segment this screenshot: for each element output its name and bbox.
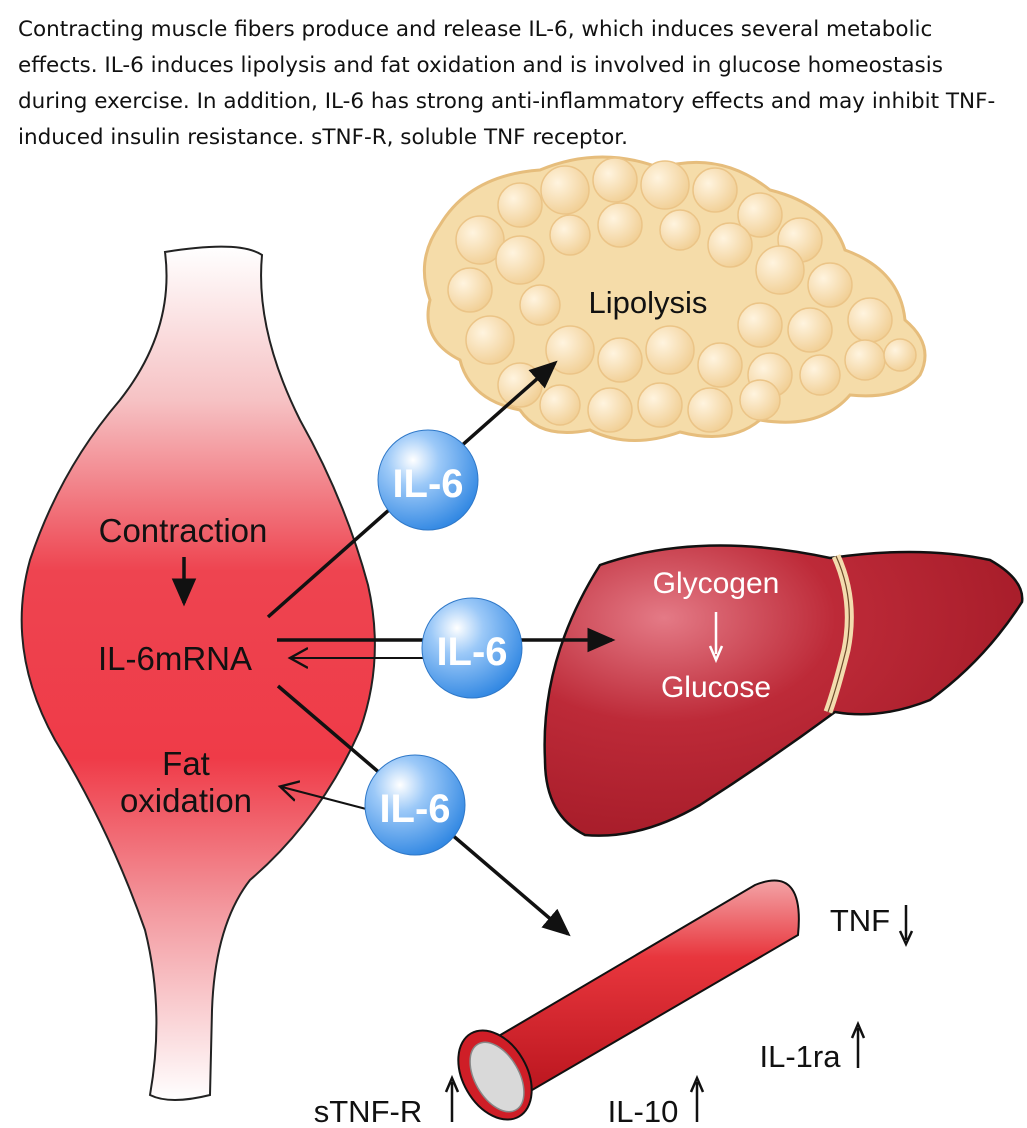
fat-cell	[707, 222, 753, 268]
fat-cell	[645, 325, 695, 375]
fat-cell	[540, 165, 590, 215]
il6-badge: IL-6	[364, 754, 466, 856]
fat-cell	[465, 315, 515, 365]
fat-oxidation-arrow	[282, 787, 371, 811]
fat-label: Fat	[162, 745, 210, 782]
fat-cell	[539, 384, 581, 426]
fat-cell	[737, 302, 783, 348]
adipose-tissue: Lipolysis	[422, 155, 927, 442]
tnf-down-arrow	[898, 905, 914, 947]
fat-cell	[692, 167, 738, 213]
il6-badge: IL-6	[377, 429, 479, 531]
fat-cell	[495, 235, 545, 285]
fat-cells	[447, 157, 917, 433]
fat-cell	[807, 262, 853, 308]
fat-cell	[737, 192, 783, 238]
il1ra-label: IL-1ra	[760, 1039, 842, 1074]
fat-cell	[592, 157, 638, 203]
fat-cell	[640, 160, 690, 210]
il6mrna-label: IL-6mRNA	[98, 640, 252, 677]
fat-cell	[545, 325, 595, 375]
fat-cell	[637, 382, 683, 428]
fat-cell	[739, 379, 781, 421]
stnfr-up-arrow	[444, 1074, 460, 1122]
fat-cell	[787, 307, 833, 353]
fat-cell	[687, 387, 733, 433]
liver: Glycogen Glucose	[543, 544, 1024, 837]
fat-cell	[455, 215, 505, 265]
fat-cell	[844, 339, 886, 381]
oxidation-label: oxidation	[120, 782, 252, 819]
figure-caption: Contracting muscle fibers produce and re…	[18, 17, 996, 150]
svg-text:IL-6: IL-6	[379, 787, 450, 831]
fat-cell	[597, 202, 643, 248]
fat-cell	[497, 182, 543, 228]
il10-up-arrow	[689, 1074, 705, 1122]
fat-cell	[597, 337, 643, 383]
lipolysis-label: Lipolysis	[589, 285, 708, 320]
fat-cell	[447, 267, 493, 313]
fat-cell	[497, 362, 543, 408]
il6-badge: IL-6	[421, 597, 523, 699]
blood-vessel	[457, 879, 800, 1121]
fat-cell	[799, 354, 841, 396]
stnfr-label: sTNF-R	[314, 1094, 422, 1128]
glycogen-label: Glycogen	[653, 567, 780, 600]
svg-text:IL-6: IL-6	[436, 630, 507, 674]
fat-cell	[519, 284, 561, 326]
fat-cell	[847, 297, 893, 343]
fat-cell	[549, 214, 591, 256]
fat-cell	[755, 245, 805, 295]
il1ra-up-arrow	[850, 1020, 866, 1068]
il10-label: IL-10	[608, 1094, 679, 1128]
contraction-label: Contraction	[99, 512, 268, 549]
glucose-label: Glucose	[661, 671, 771, 704]
tnf-label: TNF	[830, 903, 890, 938]
muscle-fiber	[20, 245, 376, 1101]
fat-cell	[883, 338, 917, 372]
fat-cell	[659, 209, 701, 251]
fat-cell	[587, 387, 633, 433]
fat-cell	[697, 342, 743, 388]
svg-text:IL-6: IL-6	[392, 462, 463, 506]
